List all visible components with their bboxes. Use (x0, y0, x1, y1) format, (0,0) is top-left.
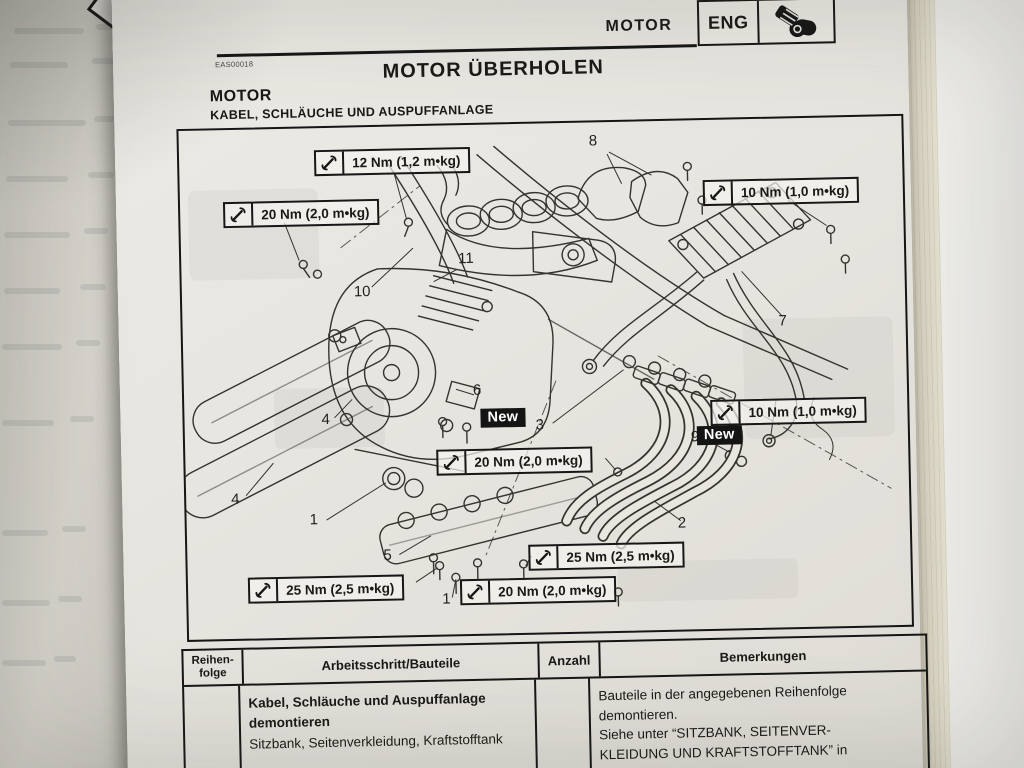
wrench-icon (249, 579, 279, 602)
part-number: 6 (472, 381, 482, 399)
wrench-icon (461, 580, 491, 604)
col-header-order-line2: folge (199, 667, 227, 680)
wrench-icon (530, 546, 559, 569)
torque-label: 20 Nm (2,0 m•kg) (222, 198, 380, 229)
col-header-order: Reihen- folge (183, 649, 245, 686)
section-heading: MOTOR (209, 87, 273, 106)
cell-qty (536, 678, 593, 768)
torque-label: 20 Nm (2,0 m•kg) (436, 446, 593, 476)
wrench-icon (704, 181, 734, 205)
manual-page: MOTOR ENG (111, 0, 931, 768)
part-number: 1 (309, 511, 319, 529)
torque-value: 25 Nm (2,5 m•kg) (285, 580, 395, 598)
col-header-order-line1: Reihen- (191, 654, 234, 668)
part-number: 3 (535, 416, 545, 434)
wrench-icon (224, 203, 254, 227)
torque-value: 10 Nm (1,0 m•kg) (740, 183, 850, 201)
torque-value: 25 Nm (2,5 m•kg) (566, 547, 675, 566)
torque-label: 20 Nm (2,0 m•kg) (459, 575, 617, 606)
torque-label: 10 Nm (1,0 m•kg) (710, 396, 867, 426)
col-header-qty: Anzahl (539, 642, 601, 678)
remark-line: Bauteile in der angegebenen Reihenfolge … (598, 683, 847, 723)
cell-step: Kabel, Schläuche und Auspuffanlage demon… (240, 679, 539, 768)
torque-value: 20 Nm (2,0 m•kg) (261, 205, 370, 223)
procedure-table: Reihen- folge Arbeitsschritt/Bauteile An… (181, 633, 931, 768)
cell-order (184, 685, 243, 768)
torque-value: 20 Nm (2,0 m•kg) (498, 582, 607, 600)
part-number: 1 (442, 590, 451, 608)
header-language-code: ENG (698, 0, 760, 45)
step-detail: Sitzbank, Seitenverkleidung, Kraftstofft… (249, 731, 503, 752)
header-language-box: ENG (696, 0, 836, 47)
wrench-icon (438, 451, 467, 474)
torque-label: 10 Nm (1,0 m•kg) (702, 176, 860, 207)
col-header-remarks: Bemerkungen (719, 647, 807, 665)
step-title: Kabel, Schläuche und Auspuffanlage demon… (248, 690, 486, 731)
part-number: 11 (458, 249, 474, 268)
table-row: Kabel, Schläuche und Auspuffanlage demon… (184, 672, 928, 768)
part-number: 5 (383, 546, 392, 564)
torque-value: 20 Nm (2,0 m•kg) (474, 452, 583, 470)
engine-icon (759, 0, 834, 43)
wrench-icon (712, 401, 741, 424)
part-number: 8 (588, 132, 598, 150)
torque-label: 25 Nm (2,5 m•kg) (528, 541, 685, 571)
part-number: 4 (231, 490, 240, 509)
part-number: 2 (677, 514, 687, 532)
part-number: 7 (778, 312, 788, 330)
torque-value: 12 Nm (1,2 m•kg) (351, 153, 461, 171)
torque-label: 12 Nm (1,2 m•kg) (313, 146, 471, 177)
new-part-badge: New (696, 425, 742, 446)
part-number: 10 (353, 283, 371, 301)
torque-label: 25 Nm (2,5 m•kg) (247, 574, 405, 604)
cell-remarks: Bauteile in der angegebenen Reihenfolge … (590, 672, 928, 768)
col-header-step: Arbeitsschritt/Bauteile (243, 643, 541, 684)
header-section-label: MOTOR (605, 16, 673, 36)
torque-value: 10 Nm (1,0 m•kg) (748, 402, 857, 421)
exploded-diagram-frame: 12 Nm (1,2 m•kg) 20 Nm (2,0 m•kg) 10 Nm … (176, 113, 914, 642)
new-part-badge: New (480, 407, 526, 428)
part-number: 4 (321, 410, 331, 429)
wrench-icon (315, 151, 345, 175)
